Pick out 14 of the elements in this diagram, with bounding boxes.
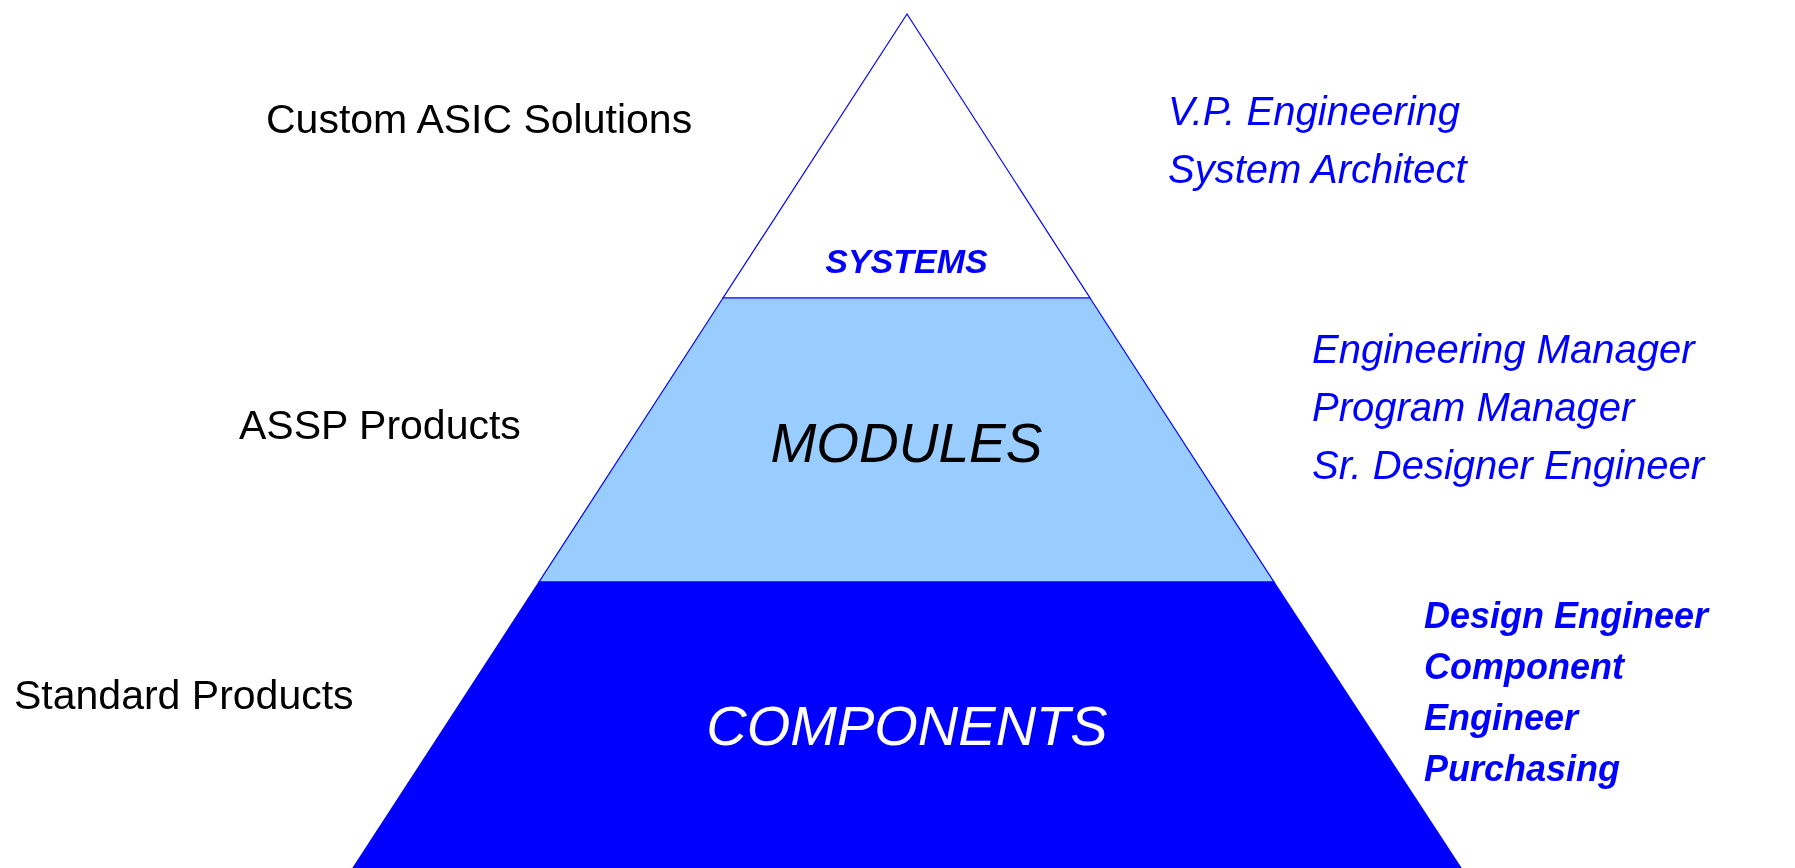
role-label: Sr. Designer Engineer [1312, 442, 1707, 489]
band-title: MODULES [770, 411, 1043, 474]
role-label: Design Engineer [1424, 594, 1711, 638]
role-label: Engineering Manager [1312, 326, 1697, 373]
role-label: Component Engineer [1424, 645, 1626, 740]
product-label: Standard Products [14, 674, 354, 716]
role-label: Program Manager [1312, 384, 1637, 431]
product-label: ASSP Products [239, 404, 521, 446]
role-label: System Architect [1168, 146, 1469, 193]
role-label: V.P. Engineering [1168, 88, 1462, 135]
band-title: COMPONENTS [706, 694, 1108, 757]
band-title: SYSTEMS [825, 242, 988, 280]
role-label: Purchasing [1424, 747, 1622, 791]
product-label: Custom ASIC Solutions [266, 98, 693, 140]
